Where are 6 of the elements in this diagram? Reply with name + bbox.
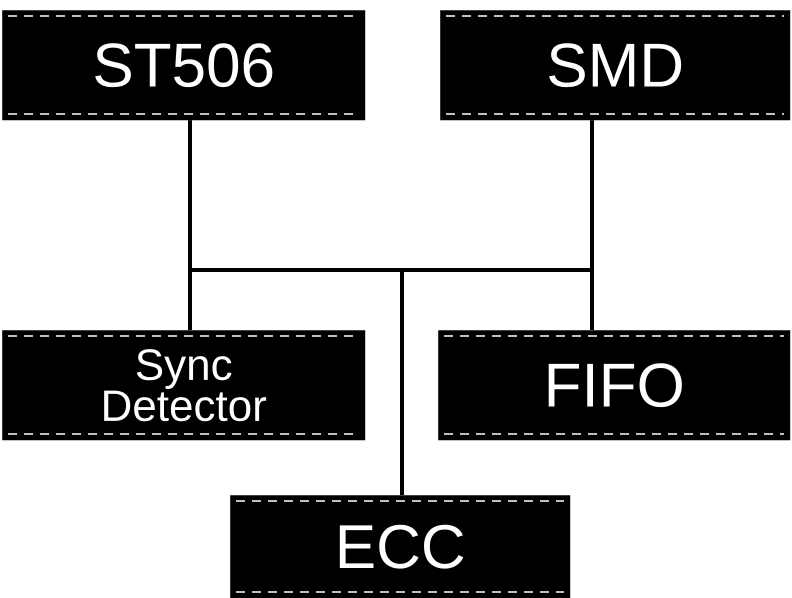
chip-box: ECC [230, 495, 570, 598]
chip-box: Sync Detector [2, 330, 366, 440]
bus-line [188, 120, 404, 495]
chip-box: FIFO [438, 330, 790, 440]
chip-box: ST506 [2, 10, 366, 120]
chip-box: SMD [440, 10, 790, 120]
